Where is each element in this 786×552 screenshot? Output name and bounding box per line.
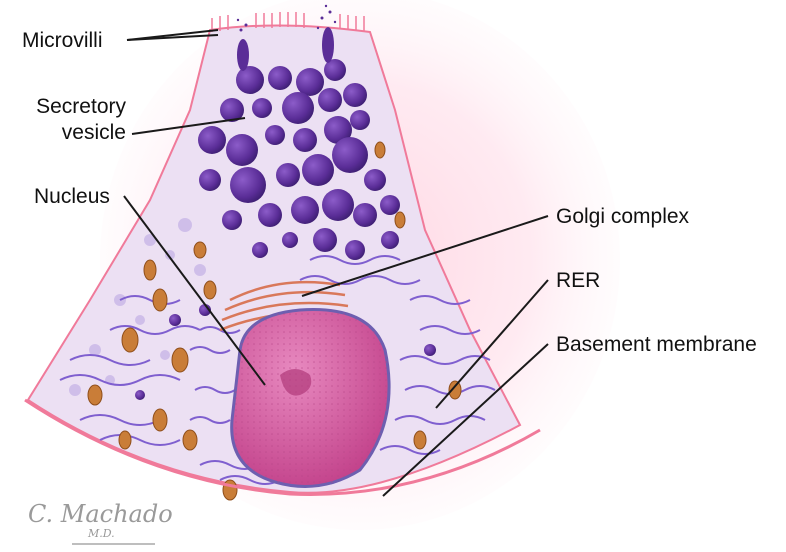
label-basement-membrane: Basement membrane (556, 332, 757, 358)
label-secretory-line2: vesicle (22, 120, 126, 146)
label-secretory-vesicle: Secretory vesicle (22, 94, 126, 146)
label-microvilli: Microvilli (22, 28, 103, 54)
signature-name: C. Machado (28, 500, 188, 528)
label-secretory-line1: Secretory (22, 94, 126, 120)
nucleus (232, 310, 389, 487)
label-rer: RER (556, 268, 600, 294)
label-golgi-complex: Golgi complex (556, 204, 689, 230)
signature-degree: M.D. (88, 528, 188, 540)
label-nucleus: Nucleus (34, 184, 110, 210)
artist-signature: C. Machado M.D. (28, 500, 188, 550)
